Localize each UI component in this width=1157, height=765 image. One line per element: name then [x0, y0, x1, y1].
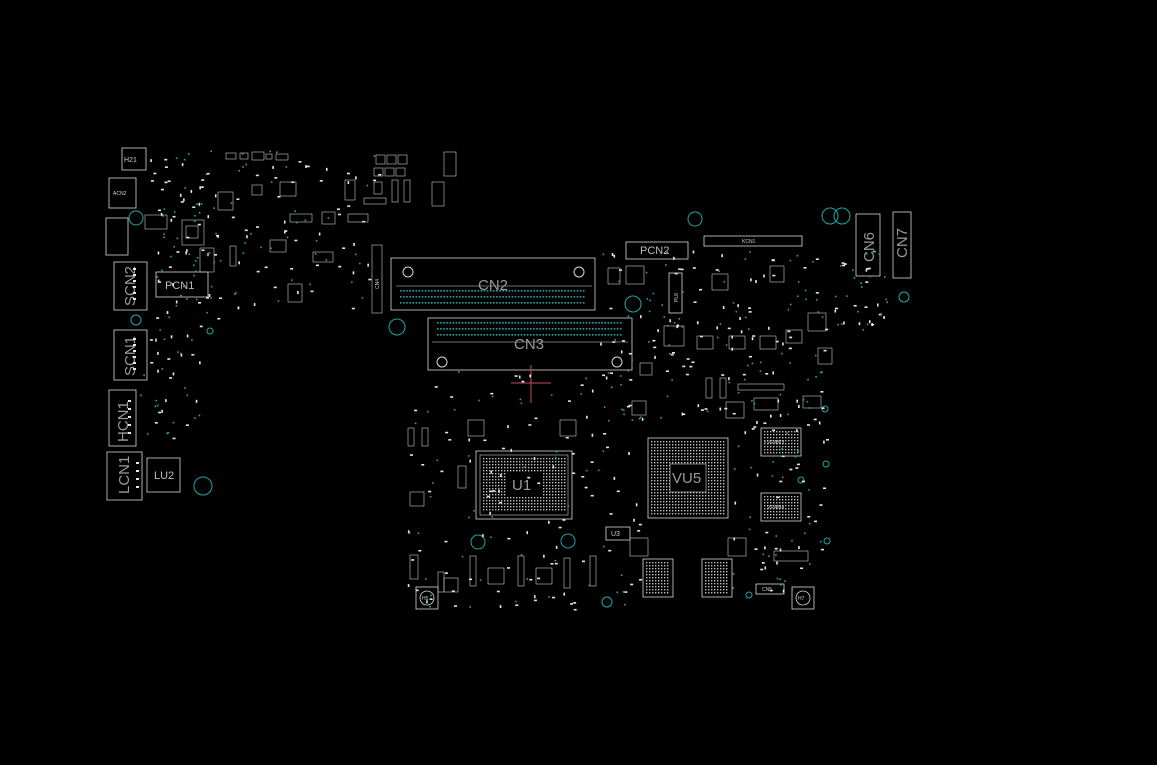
u1-chip[interactable]: U1 [475, 450, 573, 520]
lcn1-label: LCN1 [116, 456, 133, 494]
right-components [407, 265, 833, 593]
u1-label: U1 [512, 477, 531, 494]
scn1-outline[interactable] [113, 329, 148, 381]
acn2-outline[interactable] [108, 177, 137, 209]
hcn1-outline[interactable] [108, 389, 137, 447]
scn1-label: SCN1 [122, 336, 139, 376]
vram2-chip[interactable] [701, 558, 733, 598]
passive-components [140, 150, 889, 611]
pl8-label: PL8 [674, 293, 680, 302]
h5-label: H5 [422, 596, 429, 602]
scn2-outline[interactable] [113, 261, 148, 311]
pcn2-connector[interactable]: PCN2 [625, 241, 689, 260]
pcn1-label: PCN1 [165, 280, 194, 292]
vram4-chip[interactable]: VRAM4 [760, 492, 802, 522]
acn1-outline[interactable] [105, 217, 129, 256]
pcn1-outline[interactable] [155, 271, 209, 298]
test-points [206, 207, 910, 608]
vram3-chip[interactable]: VRAM3 [760, 427, 802, 457]
u3-chip[interactable]: U3 [605, 526, 631, 541]
lu2-label: LU2 [154, 470, 174, 482]
cn5-label: CN5 [762, 587, 772, 593]
cn4-label: CN4 [375, 279, 381, 289]
cn7-connector[interactable]: CN7 [892, 211, 912, 279]
u3-label: U3 [611, 531, 620, 538]
lcn1-outline[interactable] [106, 451, 143, 501]
cn2-label: CN2 [478, 277, 508, 294]
pcn2-label: PCN2 [640, 245, 669, 257]
vu5-label: VU5 [672, 470, 701, 487]
h21-outline[interactable] [121, 147, 147, 171]
vram1-chip[interactable] [642, 558, 674, 598]
pl8-inductor[interactable]: PL8 [668, 272, 683, 314]
vu5-chip[interactable]: VU5 [647, 437, 729, 519]
cn3-label: CN3 [514, 336, 544, 353]
hcn1-label: HCN1 [115, 401, 132, 442]
lu2-outline[interactable] [146, 457, 181, 493]
cn-pin-field [400, 290, 622, 336]
cn2-connector[interactable]: CN2 [390, 257, 596, 311]
acn2-label: ACN2 [113, 191, 127, 197]
h7-label: H7 [798, 596, 805, 602]
cn6-label: CN6 [861, 232, 878, 262]
mount-hole-h7[interactable]: H7 [791, 586, 815, 610]
mount-hole-h5[interactable]: H5 [415, 586, 439, 610]
cn6-connector[interactable]: CN6 [855, 213, 881, 277]
cursor-crosshair [511, 365, 551, 403]
vram4-label: VRAM4 [767, 505, 784, 511]
cn5-connector[interactable]: CN5 [755, 583, 785, 595]
kcn1-connector[interactable]: KCN1 [703, 235, 803, 247]
h21-label: H21 [124, 157, 137, 164]
vram3-label: VRAM3 [767, 440, 784, 446]
cn7-label: CN7 [894, 228, 911, 258]
top-left-components [144, 151, 457, 314]
cn3-connector[interactable]: CN3 [427, 317, 633, 371]
left-connector-column: H21 ACN2 SCN2 SCN1 HCN1 LCN1 LU2 PCN1 [105, 147, 213, 501]
kcn1-label: KCN1 [742, 239, 756, 245]
scn2-label: SCN2 [122, 266, 139, 306]
